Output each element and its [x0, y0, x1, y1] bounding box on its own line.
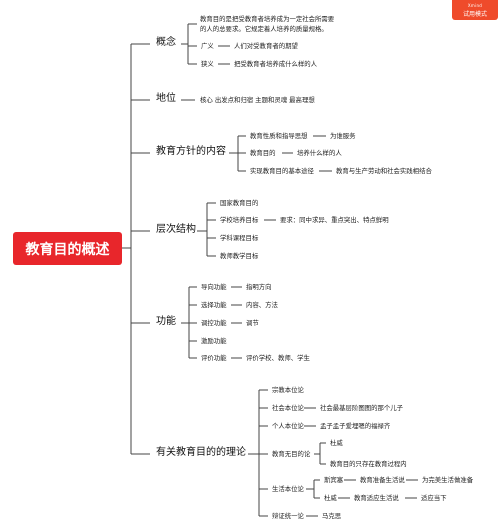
level-school-requirement[interactable]: 要求：同中求异、重点突出、特点鲜明	[280, 216, 389, 224]
trial-mode-badge: Xmind 试用模式	[452, 0, 498, 20]
theory-life-a-desc[interactable]: 教育准备生活说	[360, 476, 405, 484]
trial-mode-label: 试用模式	[462, 11, 487, 18]
concept-narrow-desc[interactable]: 把受教育者培养成什么样的人	[234, 60, 318, 68]
policy-item-desc[interactable]: 教育与生产劳动和社会实践相结合	[336, 167, 432, 175]
theory-individual-desc[interactable]: 孟子孟子爱埋嗯的福禄齐	[320, 422, 391, 430]
status-desc[interactable]: 核心 出发点和归宿 主题和灵魂 最高理想	[200, 96, 315, 104]
policy-item-desc[interactable]: 培养什么样的人	[297, 149, 342, 157]
theory-society-label[interactable]: 社会本位论	[272, 404, 304, 412]
theory-life-label[interactable]: 生活本位论	[272, 485, 304, 493]
theory-life-b[interactable]: 杜威	[324, 494, 337, 502]
concept-definition-line2[interactable]: 的人的总要求。它规定着人培养的质量规格。	[200, 25, 328, 33]
level-item[interactable]: 学校培养目标	[220, 216, 259, 224]
theory-religion[interactable]: 宗教本位论	[272, 386, 304, 394]
function-desc[interactable]: 评价学校、教师、学生	[246, 354, 310, 362]
topic-functions[interactable]: 功能	[156, 316, 176, 327]
topic-theories[interactable]: 有关教育目的的理论	[156, 447, 246, 458]
function-desc[interactable]: 指明方向	[246, 283, 272, 291]
brand-label: Xmind	[467, 3, 483, 8]
policy-item-label[interactable]: 实现教育目的基本途径	[250, 167, 314, 175]
policy-item-label[interactable]: 教育目的	[250, 149, 276, 157]
root-topic[interactable]: 教育目的概述	[13, 232, 122, 265]
topic-concept[interactable]: 概念	[156, 37, 176, 48]
policy-item-label[interactable]: 教育性质和指导思想	[250, 132, 308, 140]
topic-policy[interactable]: 教育方针的内容	[156, 146, 226, 157]
level-item[interactable]: 学科课程目标	[220, 234, 259, 242]
theory-life-b-extra[interactable]: 适应当下	[421, 494, 447, 502]
theory-aimless-a[interactable]: 杜威	[330, 439, 343, 447]
concept-narrow-label[interactable]: 狭义	[201, 60, 214, 68]
function-desc[interactable]: 内容、方法	[246, 301, 278, 309]
theory-life-b-desc[interactable]: 教育适应生活说	[354, 494, 399, 502]
function-label[interactable]: 调控功能	[201, 319, 227, 327]
function-label[interactable]: 激励功能	[201, 337, 227, 345]
function-label[interactable]: 评价功能	[201, 354, 227, 362]
concept-definition-line1[interactable]: 教育目的是把受教育者培养成为一定社会所需要	[200, 15, 335, 23]
level-item[interactable]: 国家教育目的	[220, 199, 259, 207]
theory-life-a[interactable]: 斯宾塞	[324, 476, 344, 484]
theory-individual-label[interactable]: 个人本位论	[272, 422, 304, 430]
topic-levels[interactable]: 层次结构	[156, 224, 196, 235]
topic-status[interactable]: 地位	[156, 93, 176, 104]
theory-society-desc[interactable]: 社会最基层阶图图的那个儿子	[320, 404, 404, 412]
level-item[interactable]: 教师教学目标	[220, 252, 259, 260]
theory-dialectic-desc[interactable]: 马克思	[322, 512, 342, 520]
theory-life-a-extra[interactable]: 为完美生活做准备	[422, 476, 474, 484]
function-desc[interactable]: 调节	[246, 319, 259, 327]
function-label[interactable]: 导向功能	[201, 283, 227, 291]
theory-aimless-b[interactable]: 教育目的只存在教育过程内	[330, 460, 407, 468]
theory-dialectic-label[interactable]: 辩证统一论	[272, 512, 304, 520]
concept-broad-desc[interactable]: 人们对受教育者的期望	[234, 42, 298, 50]
theory-aimless-label[interactable]: 教育无目的论	[272, 450, 311, 458]
function-label[interactable]: 选择功能	[201, 301, 227, 309]
policy-item-desc[interactable]: 为谁服务	[330, 132, 356, 140]
concept-broad-label[interactable]: 广义	[201, 42, 214, 50]
